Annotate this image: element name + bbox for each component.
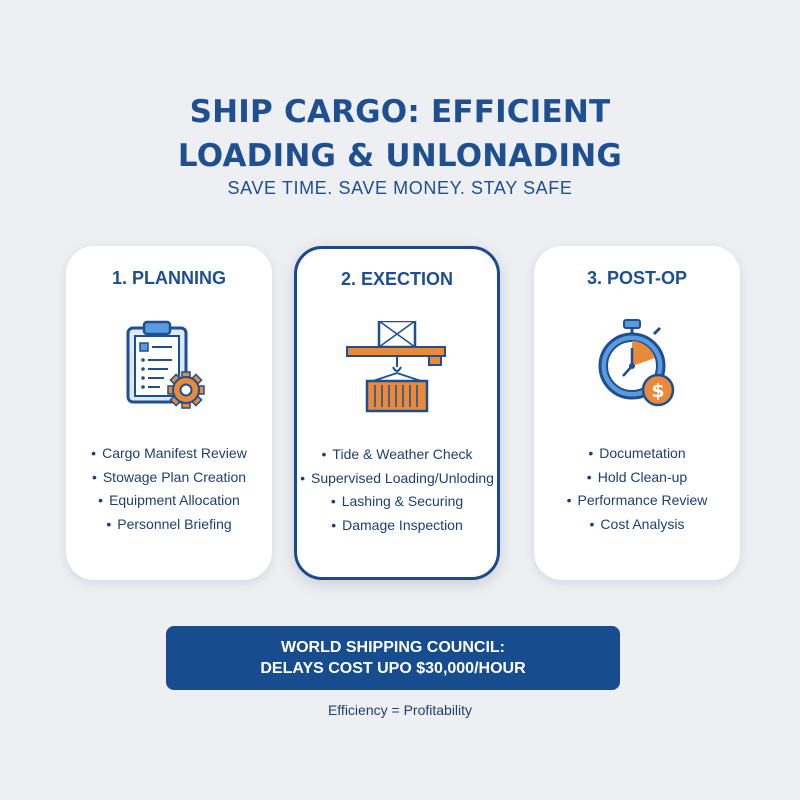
clipboard-gear-icon [124, 318, 214, 419]
crane-container-icon [345, 319, 449, 418]
list-item: Damage Inspection [297, 514, 497, 538]
page-title-line2: LOADING & UNLONADING [177, 138, 623, 174]
planning-list: Cargo Manifest Review Stowage Plan Creat… [66, 442, 272, 536]
execution-list: Tide & Weather Check Supervised Loading/… [297, 443, 497, 537]
card-title: 3. POST-OP [586, 268, 688, 288]
list-item: Cost Analysis [534, 513, 740, 537]
list-item: Performance Review [534, 489, 740, 513]
card-title: 2. EXECTION [340, 269, 454, 289]
stat-banner: WORLD SHIPPING COUNCIL: DELAYS COST UPO … [166, 626, 620, 690]
footer-tagline: Efficiency = Profitability [327, 702, 473, 718]
list-item: Personnel Briefing [66, 513, 272, 537]
post-op-list: Documetation Hold Clean-up Performance R… [534, 442, 740, 536]
list-item: Tide & Weather Check [297, 443, 497, 467]
card-execution[interactable]: 2. EXECTION Tide & Weather Che [294, 246, 500, 580]
card-post-op[interactable]: 3. POST-OP $ Documetation Hold Clean-up … [534, 246, 740, 580]
banner-line2: DELAYS COST UPO $30,000/HOUR [260, 660, 526, 677]
list-item: Cargo Manifest Review [66, 442, 272, 466]
card-title: 1. PLANNING [111, 268, 226, 288]
list-item: Hold Clean-up [534, 466, 740, 490]
list-item: Stowage Plan Creation [66, 466, 272, 490]
list-item: Lashing & Securing [297, 490, 497, 514]
page-title-line1: SHIP CARGO: EFFICIENT [189, 94, 611, 130]
list-item: Documetation [534, 442, 740, 466]
list-item: Supervised Loading/Unloding [297, 467, 497, 491]
card-planning[interactable]: 1. PLANNING [66, 246, 272, 580]
stopwatch-dollar-icon: $ [592, 318, 682, 415]
page-subtitle: SAVE TIME. SAVE MONEY. STAY SAFE [227, 178, 573, 198]
banner-line1: WORLD SHIPPING COUNCIL: [281, 639, 505, 656]
svg-text:$: $ [651, 380, 664, 402]
page-title: SHIP CARGO: EFFICIENT LOADING & UNLONADI… [0, 90, 800, 178]
list-item: Equipment Allocation [66, 489, 272, 513]
